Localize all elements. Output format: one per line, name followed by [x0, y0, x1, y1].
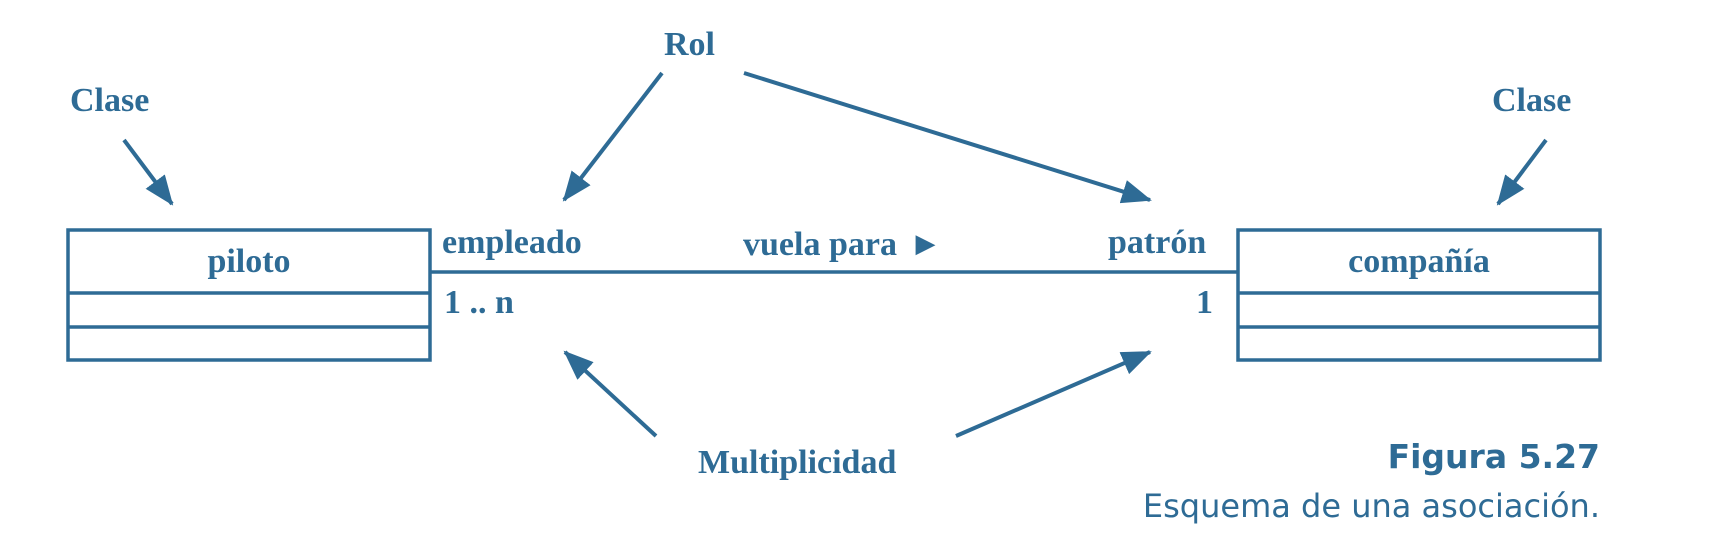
class-box-piloto — [66, 228, 432, 362]
multiplicidad-arrow-left — [563, 350, 658, 438]
clase-arrow-right — [1496, 138, 1548, 206]
role-left-label: empleado — [442, 224, 582, 261]
annotation-clase-right: Clase — [1492, 82, 1572, 119]
figure-caption: Esquema de una asociación. — [1142, 487, 1600, 525]
direction-triangle-icon: ▶ — [915, 229, 936, 259]
annotation-multiplicidad: Multiplicidad — [698, 444, 897, 481]
association-name-text: vuela para — [743, 226, 897, 263]
clase-arrow-left — [122, 138, 174, 206]
association-name: vuela para ▶ — [743, 228, 935, 262]
multiplicity-left-label: 1 .. n — [444, 284, 514, 321]
class-name-piloto: piloto — [207, 243, 291, 280]
class-box-compania — [1236, 228, 1602, 362]
multiplicity-right-label: 1 — [1196, 284, 1213, 321]
role-right-label: patrón — [1108, 224, 1207, 261]
annotation-rol: Rol — [664, 26, 715, 63]
rol-arrow-left — [562, 71, 664, 202]
multiplicidad-arrow-right — [955, 350, 1152, 438]
rol-arrow-right — [743, 71, 1152, 204]
annotation-clase-left: Clase — [70, 82, 150, 119]
figure-title: Figura 5.27 — [1387, 437, 1600, 476]
class-name-compania: compañía — [1348, 243, 1490, 280]
